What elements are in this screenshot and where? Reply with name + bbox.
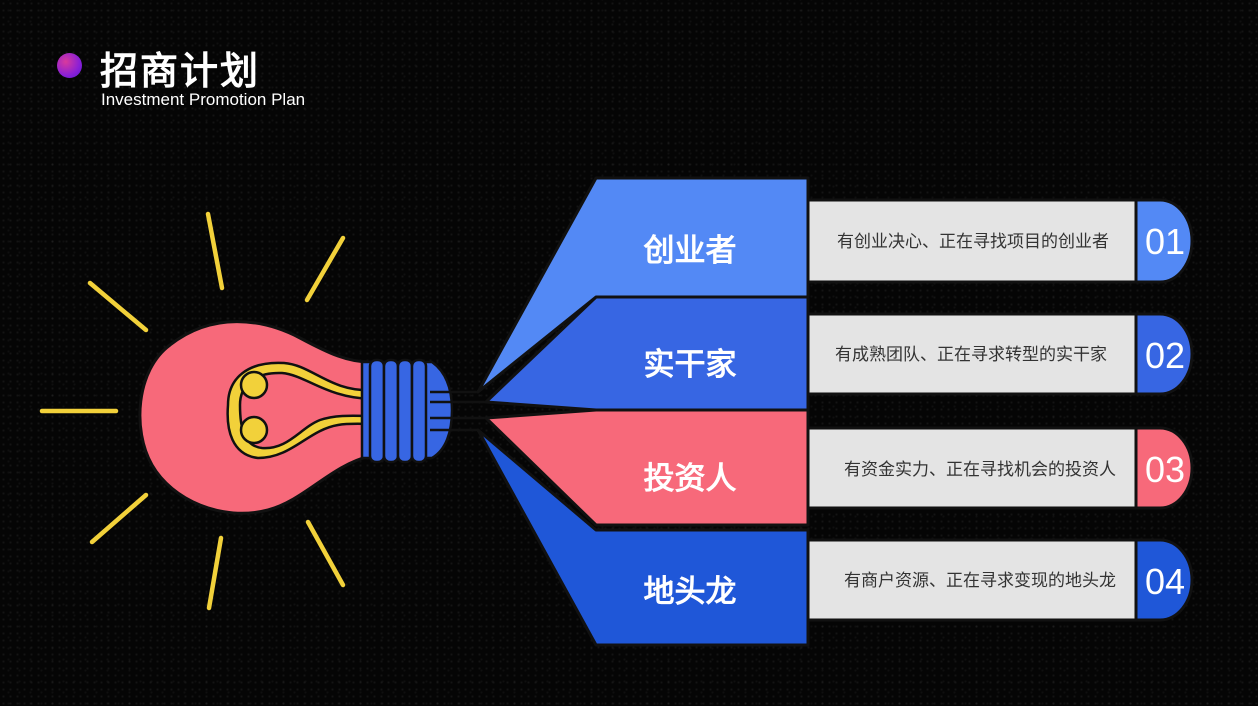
- ray-lower-right: [305, 519, 346, 588]
- item-card-02: 有成熟团队、正在寻求转型的实干家 02: [806, 312, 1194, 396]
- number-tab-04: [1134, 538, 1194, 622]
- item-card-01: 有创业决心、正在寻找项目的创业者 01: [806, 198, 1194, 284]
- page-title: 招商计划: [100, 49, 261, 93]
- segment-04-label: 地头龙: [644, 574, 737, 610]
- light-rays: [39, 211, 346, 611]
- segment-01-label: 创业者: [643, 233, 737, 269]
- ray-bottom: [206, 535, 224, 611]
- item-number-02: 02: [1145, 335, 1185, 376]
- item-description-04: 有商户资源、正在寻求变现的地头龙: [844, 571, 1116, 591]
- item-number-01: 01: [1145, 221, 1185, 262]
- item-number-03: 03: [1145, 449, 1185, 490]
- item-description-03: 有资金实力、正在寻找机会的投资人: [844, 460, 1116, 480]
- item-description-01: 有创业决心、正在寻找项目的创业者: [837, 232, 1109, 252]
- ray-upper-right: [304, 235, 346, 303]
- segment-03-label: 投资人: [644, 461, 737, 497]
- title-bullet-dot: [57, 53, 82, 78]
- bulb-base: [360, 358, 454, 464]
- connector-wires: [430, 390, 486, 432]
- item-number-04: 04: [1145, 561, 1185, 602]
- number-tab-03: [1134, 426, 1194, 510]
- number-tab-02: [1134, 312, 1194, 396]
- number-tab-01: [1134, 198, 1194, 284]
- segment-02-label: 实干家: [644, 347, 737, 383]
- item-card-04: 有商户资源、正在寻求变现的地头龙 04: [806, 538, 1194, 622]
- item-card-03: 有资金实力、正在寻找机会的投资人 03: [806, 426, 1194, 510]
- ray-upper-left: [87, 280, 149, 333]
- item-description-02: 有成熟团队、正在寻求转型的实干家: [835, 344, 1107, 365]
- ray-top: [205, 211, 225, 291]
- page-subtitle: Investment Promotion Plan: [101, 90, 306, 109]
- ray-lower-left: [89, 492, 149, 545]
